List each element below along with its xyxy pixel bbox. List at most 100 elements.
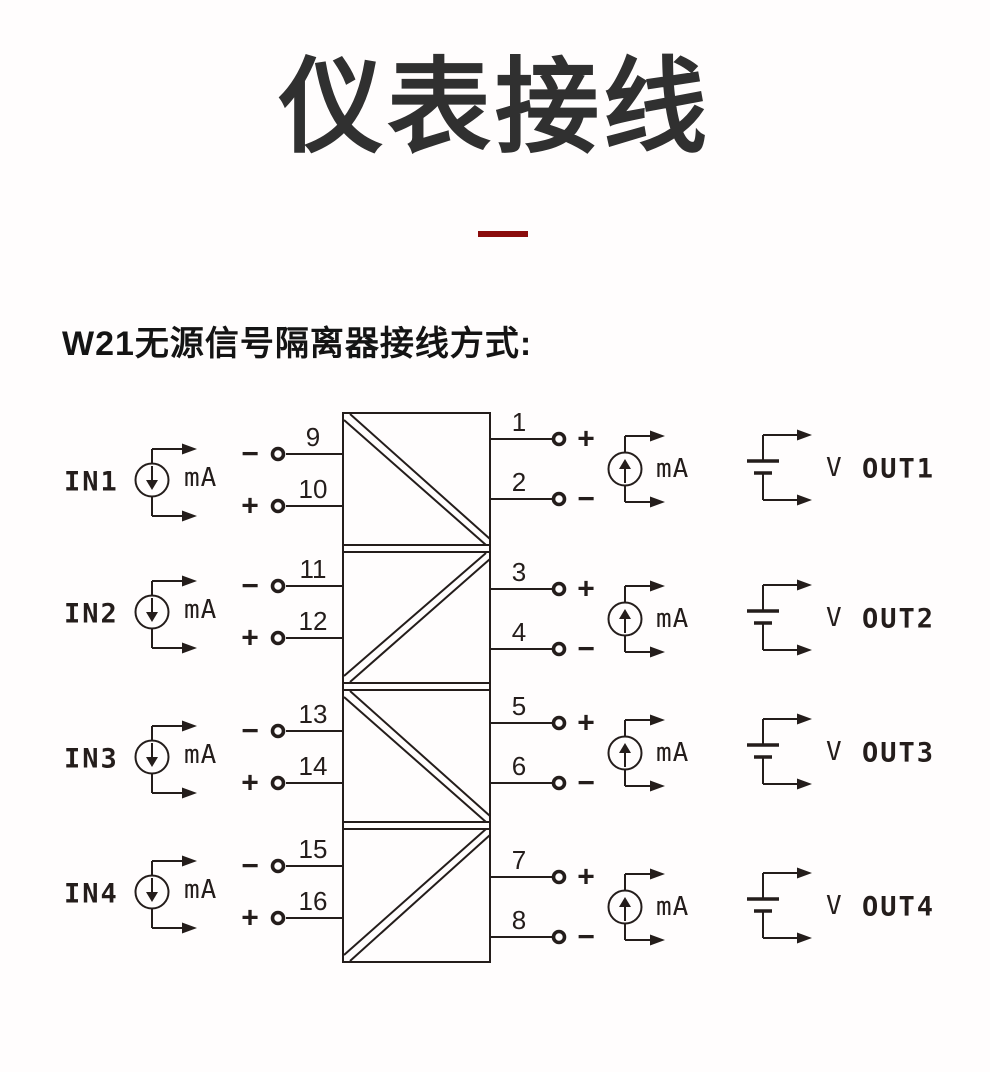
terminal-number: 14 <box>299 751 328 781</box>
terminal-circle <box>270 446 286 462</box>
channel-1-input: IN1 mA − + 9 10 <box>64 422 343 523</box>
title-divider <box>478 231 528 237</box>
input-label: IN4 <box>64 879 119 910</box>
polarity-sign: + <box>577 861 595 894</box>
channel-2-input: IN2 mA − + 11 12 <box>64 554 343 655</box>
terminal-circle <box>270 723 286 739</box>
polarity-sign: − <box>577 921 595 954</box>
isolation-barrier-diagonal <box>343 690 491 823</box>
terminal-number: 1 <box>512 407 526 437</box>
terminal-number: 4 <box>512 617 526 647</box>
channel-4: IN4 mA − + 15 16 <box>64 834 935 954</box>
input-current-source-icon <box>134 855 197 934</box>
polarity-sign: + <box>241 622 259 655</box>
terminal-circle <box>551 581 567 597</box>
channel-3-output: 5 6 + − mA <box>490 691 935 800</box>
voltage-unit-label: V <box>826 603 843 633</box>
polarity-sign: − <box>241 850 259 883</box>
polarity-sign: − <box>241 715 259 748</box>
channel-2: IN2 mA − + 11 12 <box>64 554 935 666</box>
terminal-circle <box>551 715 567 731</box>
polarity-sign: + <box>241 490 259 523</box>
terminal-number: 2 <box>512 467 526 497</box>
output-current-source-icon <box>607 580 665 658</box>
output-unit-label: mA <box>656 454 689 484</box>
terminal-number: 6 <box>512 751 526 781</box>
terminal-number: 10 <box>299 474 328 504</box>
input-current-source-icon <box>134 443 197 522</box>
terminal-number: 5 <box>512 691 526 721</box>
section-divider <box>343 821 490 830</box>
output-label: OUT1 <box>862 454 935 485</box>
input-unit-label: mA <box>184 595 217 625</box>
polarity-sign: + <box>241 767 259 800</box>
isolation-barrier-diagonal <box>343 828 491 962</box>
terminal-number: 7 <box>512 845 526 875</box>
input-current-source-icon <box>134 575 197 654</box>
polarity-sign: + <box>577 707 595 740</box>
input-label: IN1 <box>64 467 119 498</box>
terminal-number: 15 <box>299 834 328 864</box>
voltage-unit-label: V <box>826 891 843 921</box>
terminal-number: 16 <box>299 886 328 916</box>
input-unit-label: mA <box>184 740 217 770</box>
channel-1: IN1 mA − + 9 10 <box>64 407 935 523</box>
terminal-circle <box>551 491 567 507</box>
section-heading: W21无源信号隔离器接线方式: <box>62 325 533 363</box>
input-current-source-icon <box>134 720 197 799</box>
channel-3-input: IN3 mA − + 13 14 <box>64 699 343 800</box>
terminal-number: 8 <box>512 905 526 935</box>
page-title: 仪表接线 <box>278 50 711 166</box>
voltage-source-icon <box>747 429 812 506</box>
isolation-barrier-diagonal <box>343 552 491 683</box>
terminal-number: 3 <box>512 557 526 587</box>
terminal-number: 12 <box>299 606 328 636</box>
terminal-circle <box>270 578 286 594</box>
output-current-source-icon <box>607 714 665 792</box>
section-divider <box>343 682 490 691</box>
output-label: OUT3 <box>862 738 935 769</box>
channel-1-output: 1 2 + − mA <box>490 407 935 516</box>
voltage-source-icon <box>747 713 812 790</box>
terminal-circle <box>551 641 567 657</box>
voltage-unit-label: V <box>826 737 843 767</box>
terminal-circle <box>551 869 567 885</box>
output-unit-label: mA <box>656 892 689 922</box>
output-label: OUT4 <box>862 892 935 923</box>
terminal-number: 13 <box>299 699 328 729</box>
channel-4-output: 7 8 + − mA <box>490 845 935 954</box>
terminal-circle <box>270 910 286 926</box>
polarity-sign: − <box>577 633 595 666</box>
terminal-circle <box>270 630 286 646</box>
output-current-source-icon <box>607 430 665 508</box>
polarity-sign: + <box>577 423 595 456</box>
terminal-circle <box>270 858 286 874</box>
section-divider <box>343 544 490 553</box>
input-label: IN2 <box>64 599 119 630</box>
terminal-circle <box>551 775 567 791</box>
isolator-box <box>342 412 491 963</box>
terminal-number: 11 <box>300 554 327 584</box>
channel-3: IN3 mA − + 13 14 <box>64 691 935 800</box>
channel-4-input: IN4 mA − + 15 16 <box>64 834 343 935</box>
terminal-circle <box>551 929 567 945</box>
isolation-barrier-diagonal <box>343 413 491 546</box>
input-unit-label: mA <box>184 875 217 905</box>
input-label: IN3 <box>64 744 119 775</box>
polarity-sign: − <box>577 767 595 800</box>
terminal-circle <box>270 775 286 791</box>
channel-2-output: 3 4 + − mA <box>490 557 935 666</box>
output-label: OUT2 <box>862 604 935 635</box>
polarity-sign: + <box>241 902 259 935</box>
input-unit-label: mA <box>184 463 217 493</box>
terminal-circle <box>270 498 286 514</box>
polarity-sign: − <box>241 438 259 471</box>
polarity-sign: + <box>577 573 595 606</box>
voltage-source-icon <box>747 579 812 656</box>
voltage-source-icon <box>747 867 812 944</box>
terminal-circle <box>551 431 567 447</box>
output-current-source-icon <box>607 868 665 946</box>
polarity-sign: − <box>577 483 595 516</box>
